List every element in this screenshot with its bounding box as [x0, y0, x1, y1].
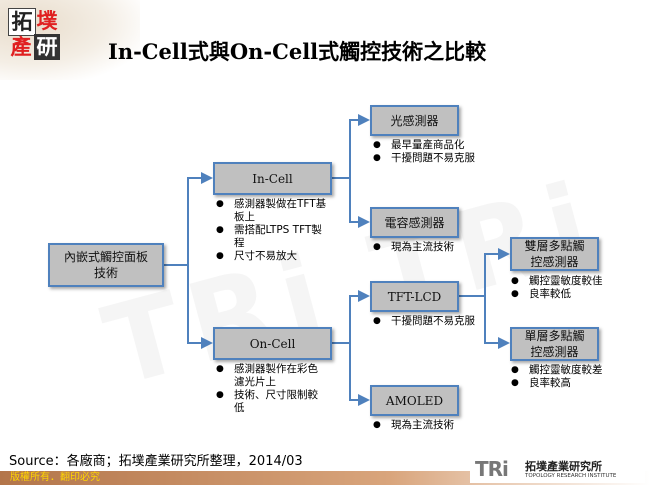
brand-name-cn: 拓墣產業研究所 [525, 460, 602, 473]
cap-bullets: 現為主流技術 [373, 241, 493, 254]
node-oncell: On-Cell [213, 327, 332, 360]
node-tft-lcd: TFT-LCD [370, 281, 459, 312]
connector-oncell [332, 290, 370, 344]
node-amoled: AMOLED [370, 385, 459, 416]
connector-oncell [349, 343, 370, 406]
double-bullets: 觸控靈敏度較佳 良率較低 [511, 275, 641, 301]
node-incell: In-Cell [213, 162, 332, 195]
node-root: 內嵌式觸控面板技術 [48, 243, 164, 287]
bullet-item: 觸控靈敏度較佳 [511, 275, 641, 288]
light-bullets: 最早量產商品化 干擾問題不易克服 [373, 139, 481, 165]
logo-char: 產 [10, 35, 32, 59]
connector-incell [349, 178, 370, 228]
brand-name-en: TOPOLOGY RESEARCH INSTITUTE [525, 473, 617, 479]
connector-tftlcd [484, 296, 510, 349]
bullet-item: 最早量產商品化 [373, 139, 481, 152]
bullet-item: 觸控靈敏度較差 [511, 364, 641, 377]
logo: 拓 墣 產 研 [8, 8, 60, 62]
oncell-bullets: 感測器製作在彩色濾光片上 技術、尺寸限制較低 [216, 363, 324, 415]
brand-logo: TRi 拓墣產業研究所 TOPOLOGY RESEARCH INSTITUTE [470, 457, 645, 483]
bullet-item: 良率較低 [511, 288, 641, 301]
bullet-item: 技術、尺寸限制較低 [216, 389, 324, 415]
node-capacitive-sensor: 電容感測器 [370, 207, 459, 238]
copyright: 版權所有．翻印必究 [10, 472, 100, 483]
tftlcd-bullets: 干擾問題不易克服 [373, 315, 481, 328]
bullet-item: 感測器製作在彩色濾光片上 [216, 363, 324, 389]
page-title: In-Cell式與On-Cell式觸控技術之比較 [108, 39, 487, 64]
node-light-sensor: 光感測器 [370, 105, 459, 136]
bullet-item: 良率較高 [511, 377, 641, 390]
source-note: Source：各廠商；拓墣產業研究所整理，2014/03 [9, 454, 303, 469]
bullet-item: 感測器製做在TFT基板上 [216, 198, 328, 224]
bullet-item: 現為主流技術 [373, 419, 493, 432]
bullet-item: 干擾問題不易克服 [373, 315, 481, 328]
node-single-layer: 單層多點觸控感測器 [510, 327, 599, 361]
logo-char: 墣 [36, 9, 58, 33]
bullet-item: 干擾問題不易克服 [373, 152, 481, 165]
connector-root [164, 172, 213, 266]
incell-bullets: 感測器製做在TFT基板上 需搭配LTPS TFT製程 尺寸不易放大 [216, 198, 328, 263]
connector-tftlcd [459, 248, 510, 297]
connector-root [187, 265, 213, 349]
bullet-item: 需搭配LTPS TFT製程 [216, 224, 328, 250]
single-bullets: 觸控靈敏度較差 良率較高 [511, 364, 641, 390]
bullet-item: 尺寸不易放大 [216, 250, 328, 263]
brand-mark: TRi [475, 457, 509, 481]
amoled-bullets: 現為主流技術 [373, 419, 493, 432]
logo-char: 拓 [8, 8, 36, 36]
bullet-item: 現為主流技術 [373, 241, 493, 254]
logo-char: 研 [34, 34, 60, 60]
connector-incell [332, 114, 370, 179]
node-double-layer: 雙層多點觸控感測器 [510, 237, 599, 271]
